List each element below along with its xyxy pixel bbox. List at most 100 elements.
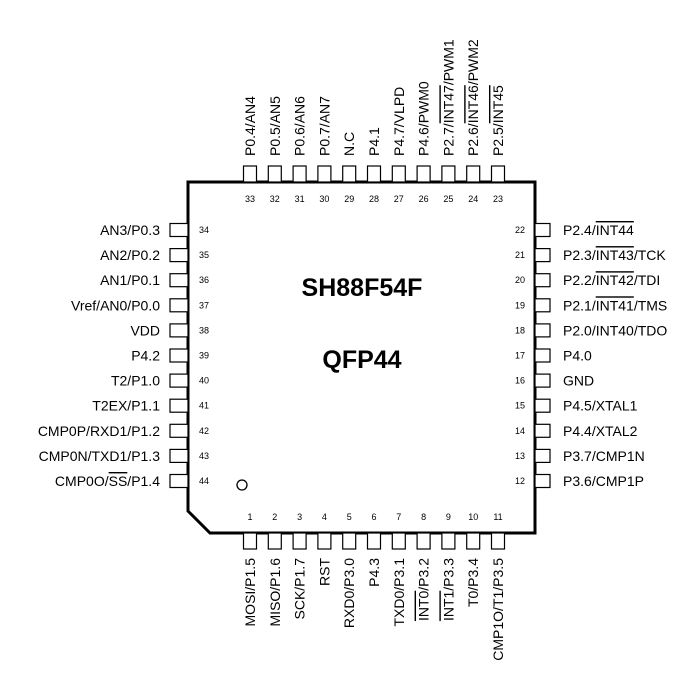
- pin-pad: [342, 165, 357, 183]
- pin-41: 41 T2EX/P1.1: [92, 398, 209, 414]
- pin-label: P2.4/INT44: [563, 222, 634, 238]
- pin-pad: [169, 423, 189, 438]
- pin-pad: [169, 323, 189, 338]
- pin-number: 25: [443, 194, 453, 204]
- chip-package: QFP44: [322, 346, 401, 374]
- pin-label: P4.1: [366, 127, 382, 156]
- pin-number: 30: [319, 194, 329, 204]
- pin-44: 44 CMP0O/SS/P1.4: [55, 473, 209, 489]
- pin-33: 33 P0.4/AN4: [242, 96, 258, 204]
- pin-number: 22: [515, 225, 525, 235]
- pin-label: T0/P3.4: [465, 558, 481, 607]
- pin-label: P0.4/AN4: [242, 96, 258, 156]
- pin-label: P2.0/INT40/TDO: [563, 322, 667, 338]
- pin-pad: [366, 165, 382, 183]
- pin-pad: [366, 532, 382, 550]
- pin-number: 5: [347, 512, 352, 522]
- pin-pad: [169, 222, 189, 238]
- pin-pad: [267, 532, 282, 550]
- pin-label: P2.2/INT42/TDI: [563, 272, 660, 288]
- pin-pad: [534, 448, 551, 463]
- pin-pad: [534, 473, 551, 489]
- pin-number: 10: [468, 512, 478, 522]
- pin-pad: [391, 532, 406, 550]
- pin-pad: [441, 165, 456, 183]
- pin-14: 14 P4.4/XTAL2: [515, 423, 638, 439]
- pin-label: P2.3/INT43/TCK: [563, 247, 666, 263]
- pin-number: 15: [515, 401, 525, 411]
- pin-number: 29: [344, 194, 354, 204]
- pin-pad: [169, 248, 189, 263]
- pins-layer: 34AN3/P0.335AN2/P0.236AN1/P0.137Vref/AN0…: [38, 39, 668, 661]
- pin-label: T2EX/P1.1: [92, 398, 160, 414]
- pin-pad: [534, 373, 551, 388]
- pin-pad: [169, 373, 189, 388]
- pin-pad: [534, 248, 551, 263]
- pin-26: 26 P4.6/PWM0: [416, 81, 432, 204]
- pin-24: 24 P2.6/INT46/PWM2: [465, 39, 481, 204]
- pin-label: CMP0O/SS/P1.4: [55, 473, 160, 489]
- pin-pad: [317, 165, 332, 183]
- pin-number: 16: [515, 376, 525, 386]
- pin-label: SCK/P1.7: [292, 558, 308, 620]
- pin-pad: [466, 532, 481, 550]
- pin-number: 26: [419, 194, 429, 204]
- pin-pad: [169, 273, 189, 288]
- pin-number: 14: [515, 426, 525, 436]
- pin-label: P4.7/VLPD: [391, 87, 407, 156]
- pin-pad: [267, 165, 282, 183]
- pin-number: 24: [468, 194, 478, 204]
- pin-number: 41: [199, 401, 209, 411]
- pin-label: P2.6/INT46/PWM2: [465, 39, 481, 156]
- pin-label: N.C: [341, 132, 357, 156]
- pin-label: P4.3: [366, 558, 382, 587]
- pin-label: MOSI/P1.5: [242, 558, 258, 627]
- pin-label: P3.7/CMP1N: [563, 448, 645, 464]
- pin-number: 6: [371, 512, 376, 522]
- pin-number: 13: [515, 451, 525, 461]
- pin-label: CMP0P/RXD1/P1.2: [38, 423, 160, 439]
- pin-label: RXD0/P3.0: [341, 558, 357, 628]
- pin-6: 6P4.3: [366, 512, 382, 587]
- pin-label: TXD0/P3.1: [391, 558, 407, 627]
- pin-number: 33: [245, 194, 255, 204]
- pin-number: 18: [515, 325, 525, 335]
- pin-number: 38: [199, 325, 209, 335]
- pin-number: 44: [199, 476, 209, 486]
- pin-pad: [242, 165, 258, 183]
- pin-label: Vref/AN0/P0.0: [71, 297, 160, 313]
- pin-label: P4.4/XTAL2: [563, 423, 638, 439]
- pin-label: MISO/P1.6: [267, 558, 283, 627]
- pin-pad: [342, 532, 357, 550]
- pin1-marker: [236, 479, 248, 491]
- pin-number: 32: [270, 194, 280, 204]
- pin-label: P2.1/INT41/TMS: [563, 297, 667, 313]
- pin-label: P4.6/PWM0: [416, 81, 432, 156]
- pin-number: 9: [446, 512, 451, 522]
- pin-number: 21: [515, 250, 525, 260]
- pin-29: 29 N.C: [341, 132, 357, 204]
- pin-number: 11: [493, 512, 502, 522]
- pin-label: RST: [316, 558, 332, 586]
- pin-pad: [534, 323, 551, 338]
- pin-number: 8: [421, 512, 426, 522]
